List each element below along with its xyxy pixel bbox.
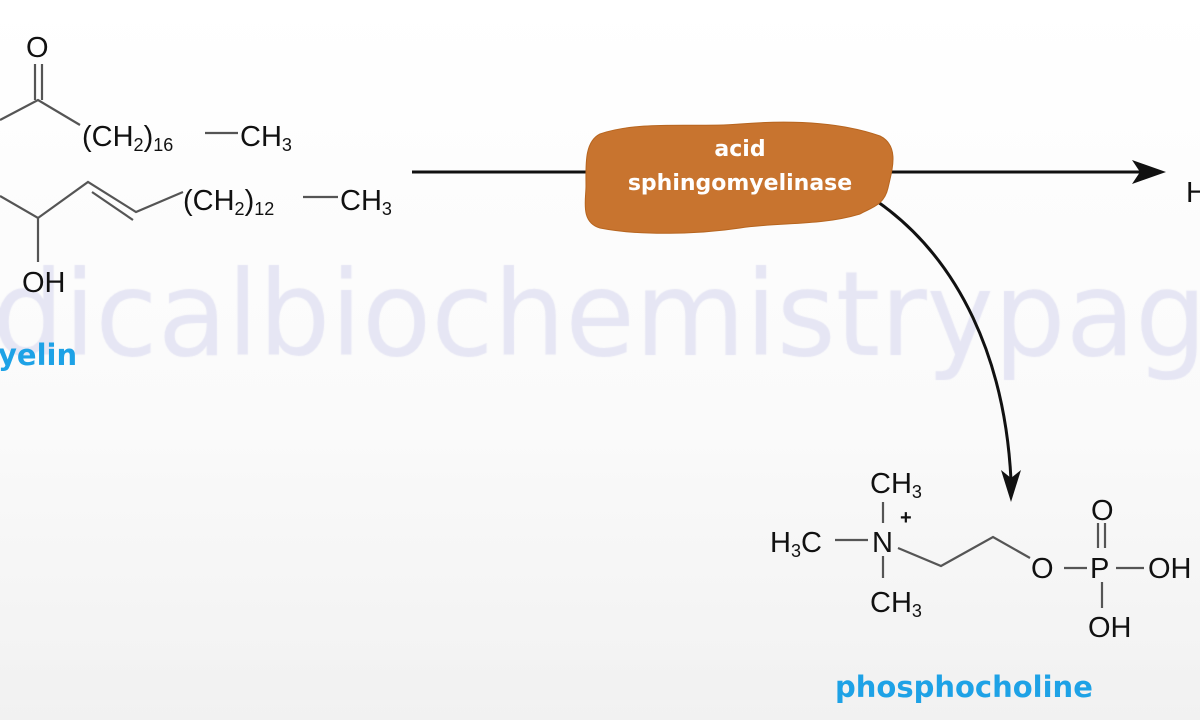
product-name: phosphocholine [835,670,1093,704]
phosphorus: P [1090,553,1109,585]
product-partial: H [1186,177,1200,209]
hydroxyl-right: OH [1148,553,1192,585]
phosphoryl-oxygen: O [1091,495,1114,527]
methyl-end-1: CH3 [240,121,292,155]
arrowhead-icon [1132,160,1166,184]
phosphocholine-structure: CH3 H3C N + CH3 O P O OH OH [770,468,1192,644]
nitrogen: N [872,527,893,559]
methyl-top: CH3 [870,468,922,502]
carbonyl-oxygen: O [26,32,49,64]
enzyme-blob [584,121,894,234]
ester-oxygen: O [1031,553,1054,585]
curved-arrow [877,200,1013,481]
hydroxyl-bottom: OH [1088,612,1132,644]
enzyme-label-line1: acid [714,137,765,162]
methyl-end-2: CH3 [340,185,392,219]
methyl-bottom: CH3 [870,587,922,621]
reactant-name: yelin [0,338,77,372]
sphingomyelin-structure: O (CH2)16 CH3 (CH2)12 CH3 OH [0,32,392,299]
positive-charge: + [900,507,912,529]
hydroxyl-group: OH [22,267,66,299]
enzyme-label-line2: sphingomyelinase [628,171,852,196]
sphingosine-chain: (CH2)12 [183,185,274,219]
methyl-left: H3C [770,527,822,561]
curved-arrowhead-icon [1001,470,1021,502]
fatty-acid-chain: (CH2)16 [82,121,173,155]
